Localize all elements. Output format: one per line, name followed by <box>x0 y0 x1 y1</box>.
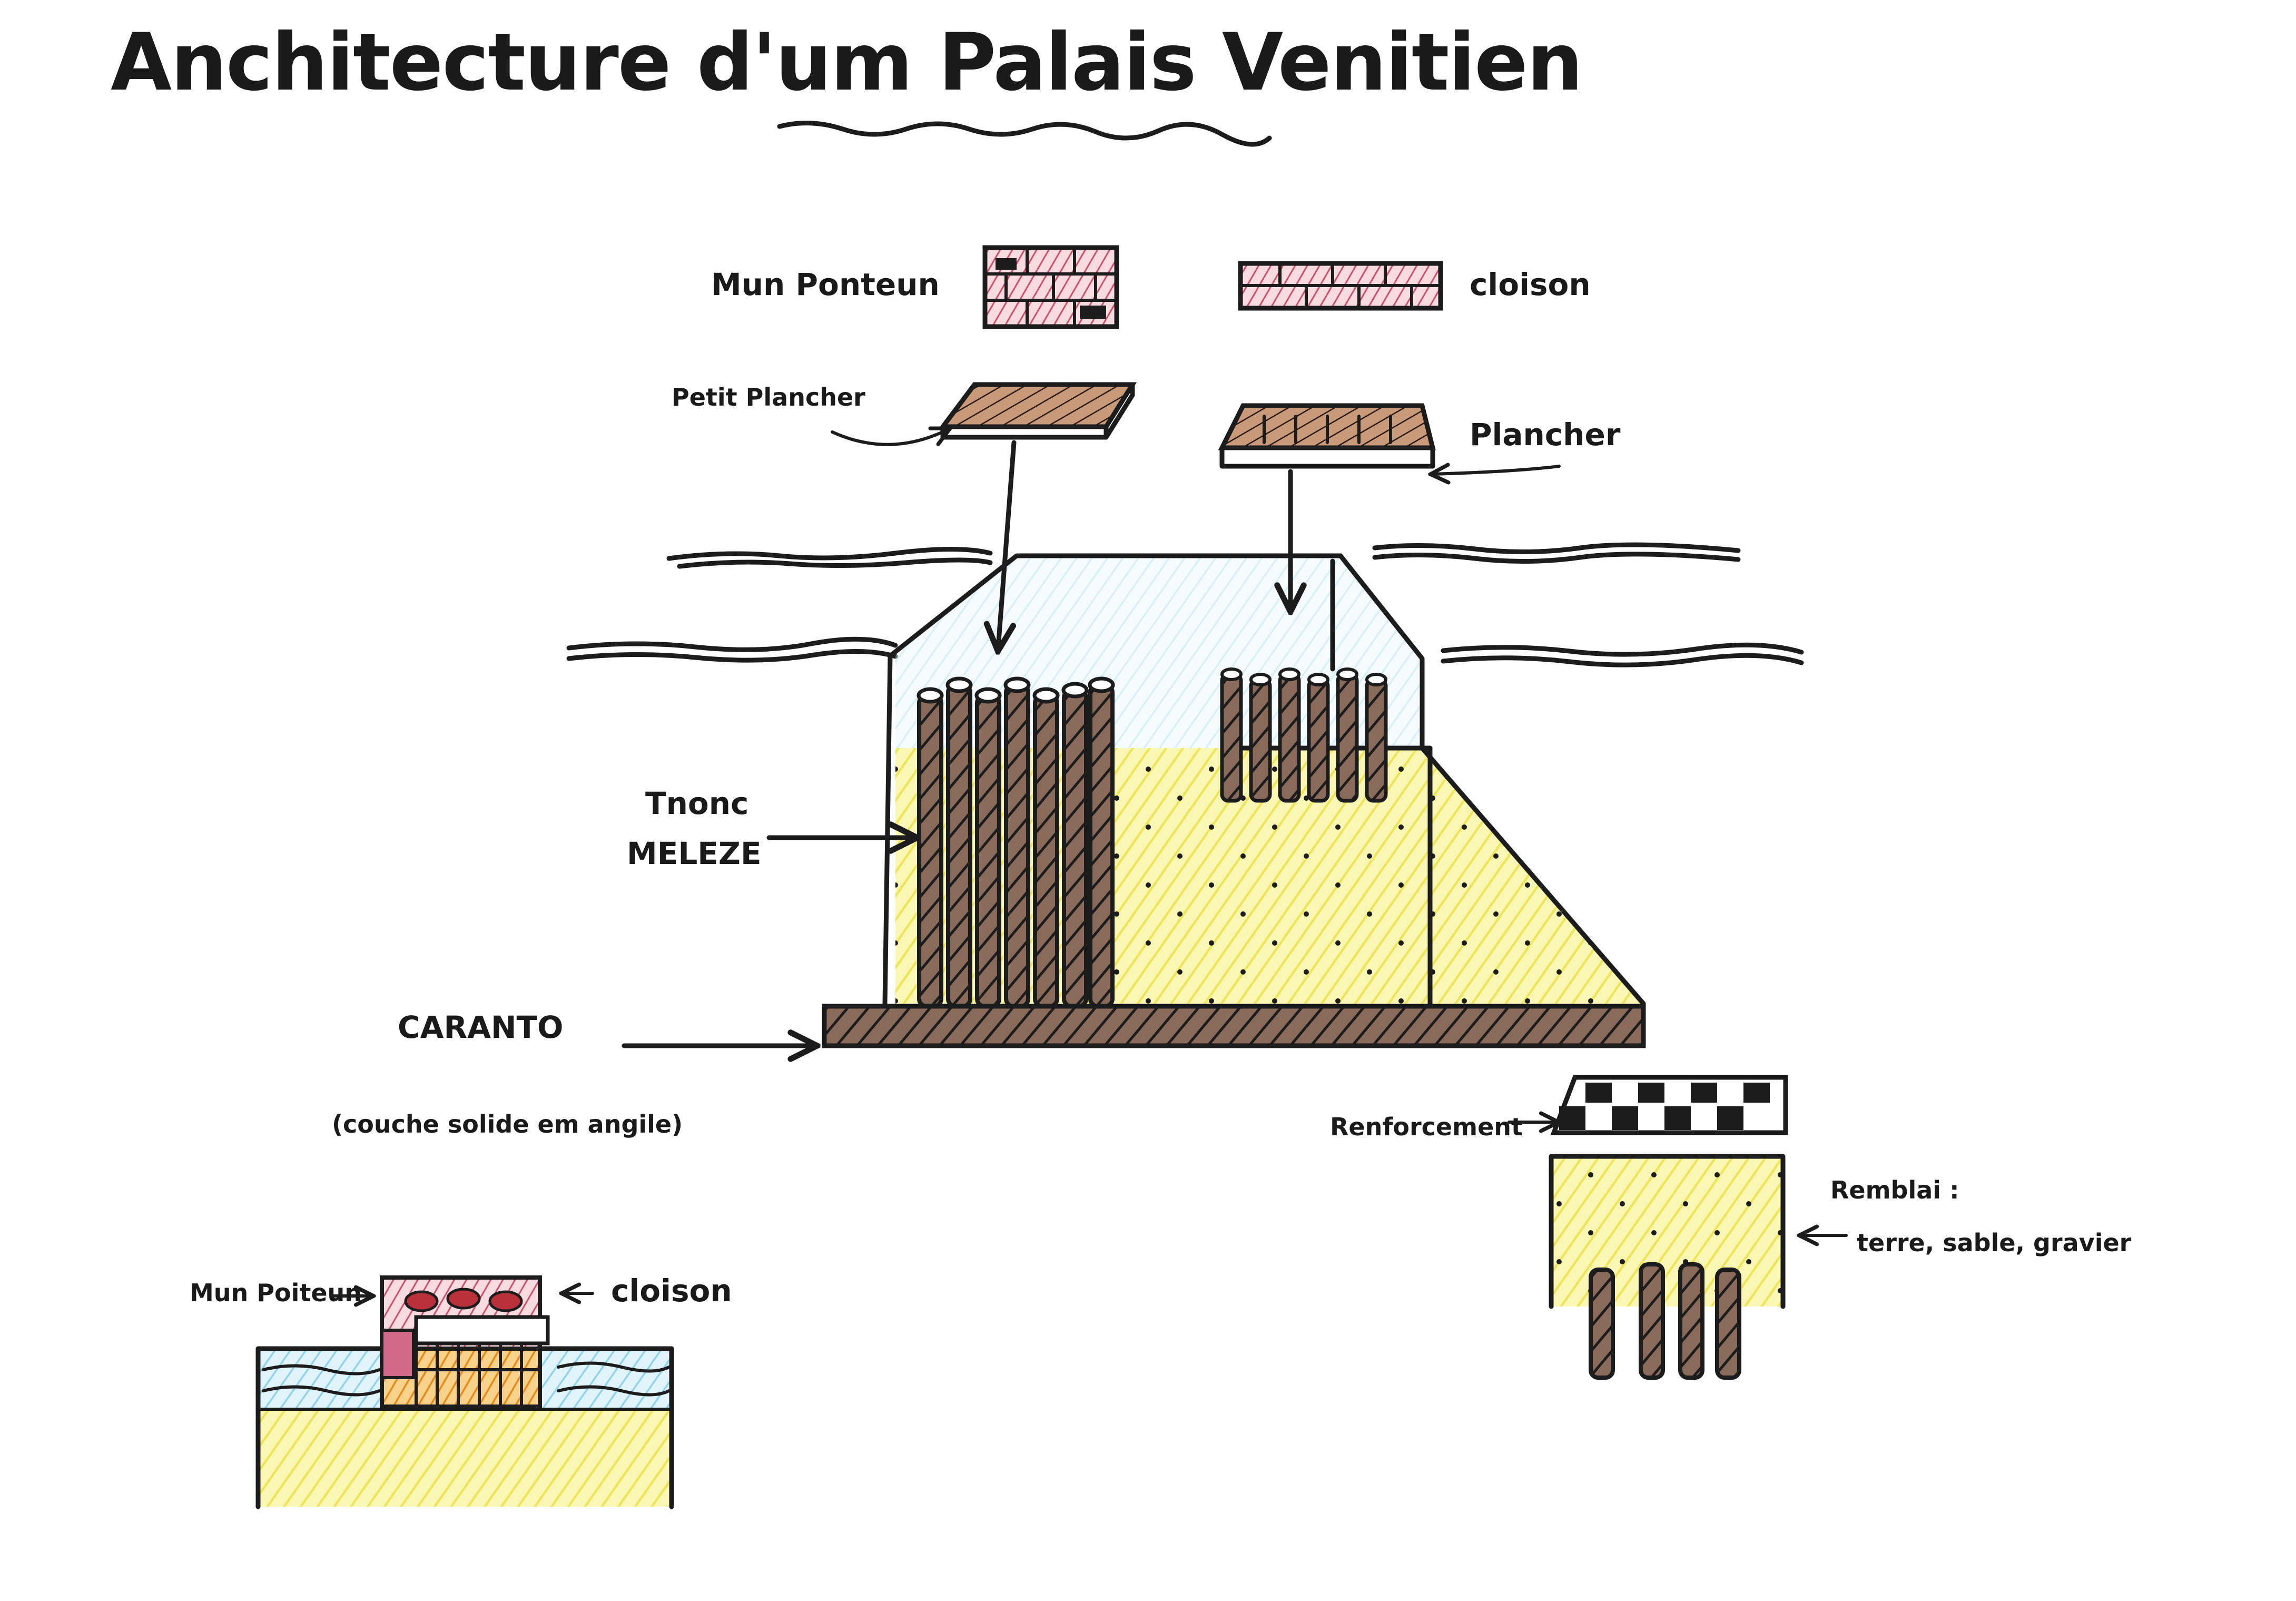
pile-group-left <box>917 676 1115 1008</box>
caranto-label: CARANTO <box>398 1009 563 1045</box>
remblai-label-line2: terre, sable, gravier <box>1857 1229 2132 1257</box>
water-waves <box>566 542 1804 667</box>
plancher-arrow <box>1433 466 1561 474</box>
tronc-label-line1: Tnonc <box>645 785 748 821</box>
title-underline <box>777 121 1272 147</box>
mur-porteur-block <box>982 245 1119 329</box>
caranto-note: (couche solide em angile) <box>332 1110 683 1138</box>
mini-mur-porteur-label: Mun Poiteun <box>190 1279 362 1307</box>
petit-plancher-arrow <box>831 429 948 445</box>
tronc-label-line2: MELEZE <box>627 836 762 871</box>
plancher-board <box>1218 403 1436 469</box>
renforcement-label: Renforcement <box>1330 1113 1523 1141</box>
mini-cloison-label: cloison <box>611 1273 732 1309</box>
diagram-title: Anchitecture d'um Palais Venitien <box>111 17 1582 109</box>
remblai-label-line1: Remblai : <box>1830 1176 1959 1204</box>
petit-plancher-label: Petit Plancher <box>672 383 865 411</box>
pile-group-right <box>1220 667 1388 803</box>
cloison-label: cloison <box>1470 267 1591 302</box>
cloison-block <box>1238 261 1443 311</box>
plancher-label: Plancher <box>1470 417 1621 453</box>
mini-palace-section <box>255 1275 674 1509</box>
petit-plancher-board <box>938 382 1137 440</box>
petit-plancher-to-piles-arrow <box>998 440 1017 648</box>
remblai-block <box>1549 1154 1786 1380</box>
mur-porteur-label: Mun Ponteun <box>711 267 940 302</box>
renforcement-block <box>1550 1075 1788 1135</box>
caranto-layer <box>822 1004 1646 1048</box>
